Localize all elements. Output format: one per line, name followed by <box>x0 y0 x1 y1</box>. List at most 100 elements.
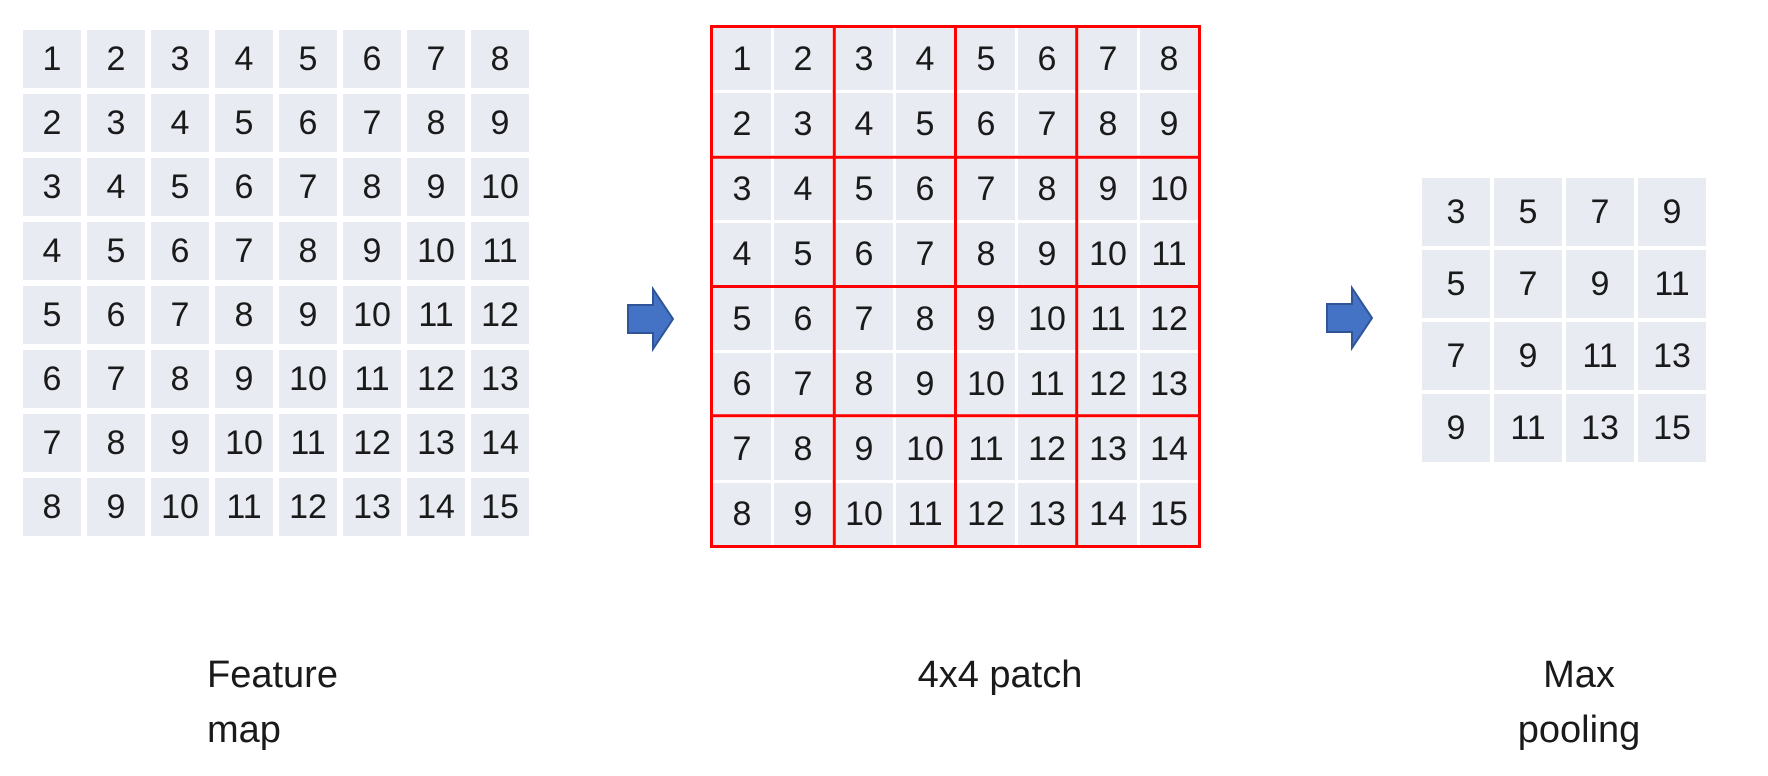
max-pooling-cell: 9 <box>1494 322 1562 390</box>
feature-map-cell: 10 <box>151 478 209 536</box>
feature-map-cell: 7 <box>279 158 337 216</box>
patch-cell: 9 <box>774 483 832 545</box>
patch-cell: 2 <box>774 28 832 90</box>
patch-cell: 5 <box>957 28 1015 90</box>
patch-cell: 12 <box>1140 288 1198 350</box>
max-pooling-cell: 5 <box>1494 178 1562 246</box>
patch-cell: 12 <box>1079 353 1137 415</box>
patch-cell: 4 <box>896 28 954 90</box>
patch-cell: 11 <box>1079 288 1137 350</box>
patch-cell: 7 <box>1079 28 1137 90</box>
patch-cell: 4 <box>774 158 832 220</box>
feature-map-cell: 10 <box>343 286 401 344</box>
patch-cell: 2 <box>713 93 771 155</box>
patch-cell: 12 <box>1018 418 1076 480</box>
patch-cell: 4 <box>713 223 771 285</box>
patch-cell: 5 <box>835 158 893 220</box>
patch-cell: 11 <box>957 418 1015 480</box>
patch-cell: 5 <box>774 223 832 285</box>
feature-map-cell: 8 <box>407 94 465 152</box>
patch-cell: 6 <box>774 288 832 350</box>
patch-cell: 13 <box>1140 353 1198 415</box>
max-pooling-cell: 9 <box>1422 394 1490 462</box>
patch-cell: 13 <box>1079 418 1137 480</box>
max-pooling-cell: 13 <box>1566 394 1634 462</box>
feature-map-cell: 9 <box>407 158 465 216</box>
feature-map-caption-line2: map <box>207 709 281 751</box>
patch-cell: 8 <box>835 353 893 415</box>
max-pooling-cell: 3 <box>1422 178 1490 246</box>
max-pooling-caption-line2: pooling <box>1517 709 1641 751</box>
patch-cell: 9 <box>957 288 1015 350</box>
max-pooling-cell: 7 <box>1422 322 1490 390</box>
patch-cell: 12 <box>957 483 1015 545</box>
feature-map-cell: 7 <box>151 286 209 344</box>
patch-cell: 8 <box>957 223 1015 285</box>
feature-map-cell: 2 <box>87 30 145 88</box>
max-pooling-cell: 7 <box>1494 250 1562 318</box>
patch-cell: 6 <box>835 223 893 285</box>
feature-map-cell: 9 <box>87 478 145 536</box>
patch-cell: 10 <box>957 353 1015 415</box>
patch-cell: 5 <box>896 93 954 155</box>
patch-cell: 7 <box>957 158 1015 220</box>
feature-map-cell: 9 <box>343 222 401 280</box>
feature-map-cell: 1 <box>23 30 81 88</box>
max-pooling-cell: 9 <box>1638 178 1706 246</box>
feature-map-cell: 2 <box>23 94 81 152</box>
feature-map-cell: 8 <box>151 350 209 408</box>
feature-map-cell: 12 <box>407 350 465 408</box>
right-arrow-icon <box>1326 284 1374 352</box>
feature-map-cell: 8 <box>215 286 273 344</box>
patch-cell: 14 <box>1079 483 1137 545</box>
patch-cell: 15 <box>1140 483 1198 545</box>
feature-map-cell: 14 <box>407 478 465 536</box>
patch-cell: 1 <box>713 28 771 90</box>
feature-map-cell: 8 <box>471 30 529 88</box>
feature-map-cell: 7 <box>407 30 465 88</box>
feature-map-cell: 8 <box>23 478 81 536</box>
patch-cell: 9 <box>1018 223 1076 285</box>
feature-map-cell: 3 <box>87 94 145 152</box>
patch-cell: 11 <box>1018 353 1076 415</box>
feature-map-cell: 10 <box>407 222 465 280</box>
patch-cell: 8 <box>713 483 771 545</box>
feature-map-cell: 6 <box>23 350 81 408</box>
patch-cell: 6 <box>896 158 954 220</box>
feature-map-cell: 12 <box>279 478 337 536</box>
patch-cell: 11 <box>1140 223 1198 285</box>
patch-cell: 3 <box>713 158 771 220</box>
patch-cell: 3 <box>774 93 832 155</box>
feature-map-cell: 5 <box>87 222 145 280</box>
patch-cell: 9 <box>835 418 893 480</box>
feature-map-cell: 4 <box>87 158 145 216</box>
feature-map-cell: 10 <box>471 158 529 216</box>
patch-cell: 8 <box>774 418 832 480</box>
feature-map-cell: 13 <box>407 414 465 472</box>
patch-cell: 7 <box>835 288 893 350</box>
feature-map-cell: 7 <box>343 94 401 152</box>
patch-cell: 5 <box>713 288 771 350</box>
feature-map-cell: 9 <box>471 94 529 152</box>
feature-map-cell: 11 <box>343 350 401 408</box>
feature-map-cell: 8 <box>87 414 145 472</box>
feature-map-cell: 5 <box>279 30 337 88</box>
patch-cell: 14 <box>1140 418 1198 480</box>
feature-map-cell: 11 <box>215 478 273 536</box>
feature-map-cell: 7 <box>215 222 273 280</box>
patch-caption: 4x4 patch <box>917 654 1083 696</box>
patch-cell: 7 <box>896 223 954 285</box>
feature-map-cell: 5 <box>151 158 209 216</box>
patch-cell: 8 <box>896 288 954 350</box>
feature-map-cell: 4 <box>215 30 273 88</box>
feature-map-cell: 9 <box>215 350 273 408</box>
max-pooling-caption-line1: Max <box>1543 654 1615 696</box>
patch-cell: 10 <box>1140 158 1198 220</box>
feature-map-cell: 13 <box>343 478 401 536</box>
max-pooling-cell: 11 <box>1638 250 1706 318</box>
right-arrow-icon <box>627 285 675 353</box>
patch-cell: 6 <box>957 93 1015 155</box>
